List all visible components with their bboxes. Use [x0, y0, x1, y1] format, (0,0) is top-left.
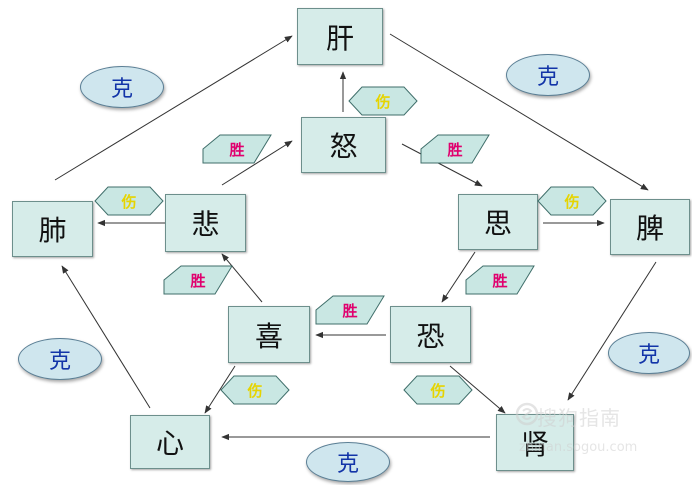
arrow-xi-to-xin: [204, 365, 236, 414]
shang-text: 伤: [430, 381, 446, 400]
organ-pi-box: 脾: [610, 199, 690, 255]
hexagon-shape: [348, 86, 418, 116]
emotion-si-box: 思: [458, 194, 538, 250]
sheng-tag-nu-si: 胜: [420, 134, 490, 164]
sheng-tag-xi-bei: 胜: [163, 265, 233, 295]
shang-tag-nu-gan: 伤: [348, 86, 418, 116]
arrow-si-to-kong: [441, 251, 476, 303]
shang-text: 伤: [121, 192, 137, 211]
arrow-kong-to-shen: [449, 365, 506, 414]
organ-fei-box: 肺: [12, 201, 93, 257]
sheng-text: 胜: [447, 140, 463, 159]
sheng-tag-si-kong: 胜: [465, 265, 535, 295]
sheng-tag-bei-nu: 胜: [202, 134, 272, 164]
shang-tag-xi-xin: 伤: [220, 375, 290, 405]
diamond-shape: [202, 134, 272, 164]
emotion-nu-box: 怒: [301, 117, 386, 173]
shang-text: 伤: [247, 381, 263, 400]
hexagon-shape: [403, 375, 473, 405]
sheng-text: 胜: [190, 271, 206, 290]
arrow-xi-to-bei: [221, 253, 263, 303]
sheng-text: 胜: [492, 271, 508, 290]
emotion-kong-box: 恐: [390, 306, 471, 363]
diamond-shape: [420, 134, 490, 164]
ke-label-topright: 克: [506, 54, 590, 96]
emotion-xi-box: 喜: [228, 306, 310, 363]
watermark-url: zhinan.sogou.com: [519, 440, 638, 455]
shang-tag-kong-shen: 伤: [403, 375, 473, 405]
arrow-fei-to-gan: [54, 35, 293, 181]
hexagon-shape: [537, 186, 607, 216]
ke-label-left: 克: [18, 338, 102, 380]
ke-label-topleft: 克: [80, 66, 164, 108]
hexagon-shape: [94, 186, 164, 216]
sogou-watermark: 搜狗指南 zhinan.sogou.com: [515, 402, 690, 462]
watermark-title: 搜狗指南: [537, 406, 621, 430]
ke-label-right: 克: [608, 332, 690, 374]
shang-tag-bei-fei: 伤: [94, 186, 164, 216]
arrow-gan-to-pi: [389, 33, 649, 191]
diamond-shape: [315, 295, 385, 325]
emotion-bei-box: 悲: [165, 194, 246, 252]
sheng-tag-kong-xi: 胜: [315, 295, 385, 325]
sheng-text: 胜: [229, 140, 245, 159]
organ-shen-box: 肾: [496, 414, 574, 471]
diamond-shape: [163, 265, 233, 295]
ke-label-bottom: 克: [306, 442, 390, 482]
hexagon-shape: [220, 375, 290, 405]
organ-xin-box: 心: [130, 415, 210, 469]
sogou-logo-icon: [515, 402, 539, 426]
arrow-pi-to-shen: [567, 261, 657, 401]
arrow-nu-to-si: [401, 143, 483, 187]
shang-text: 伤: [375, 92, 391, 111]
shang-text: 伤: [564, 192, 580, 211]
shang-tag-si-pi: 伤: [537, 186, 607, 216]
arrow-bei-to-nu: [221, 140, 293, 186]
diamond-shape: [465, 265, 535, 295]
sheng-text: 胜: [342, 301, 358, 320]
organ-gan-box: 肝: [297, 8, 383, 65]
arrow-xin-to-fei: [61, 265, 151, 409]
